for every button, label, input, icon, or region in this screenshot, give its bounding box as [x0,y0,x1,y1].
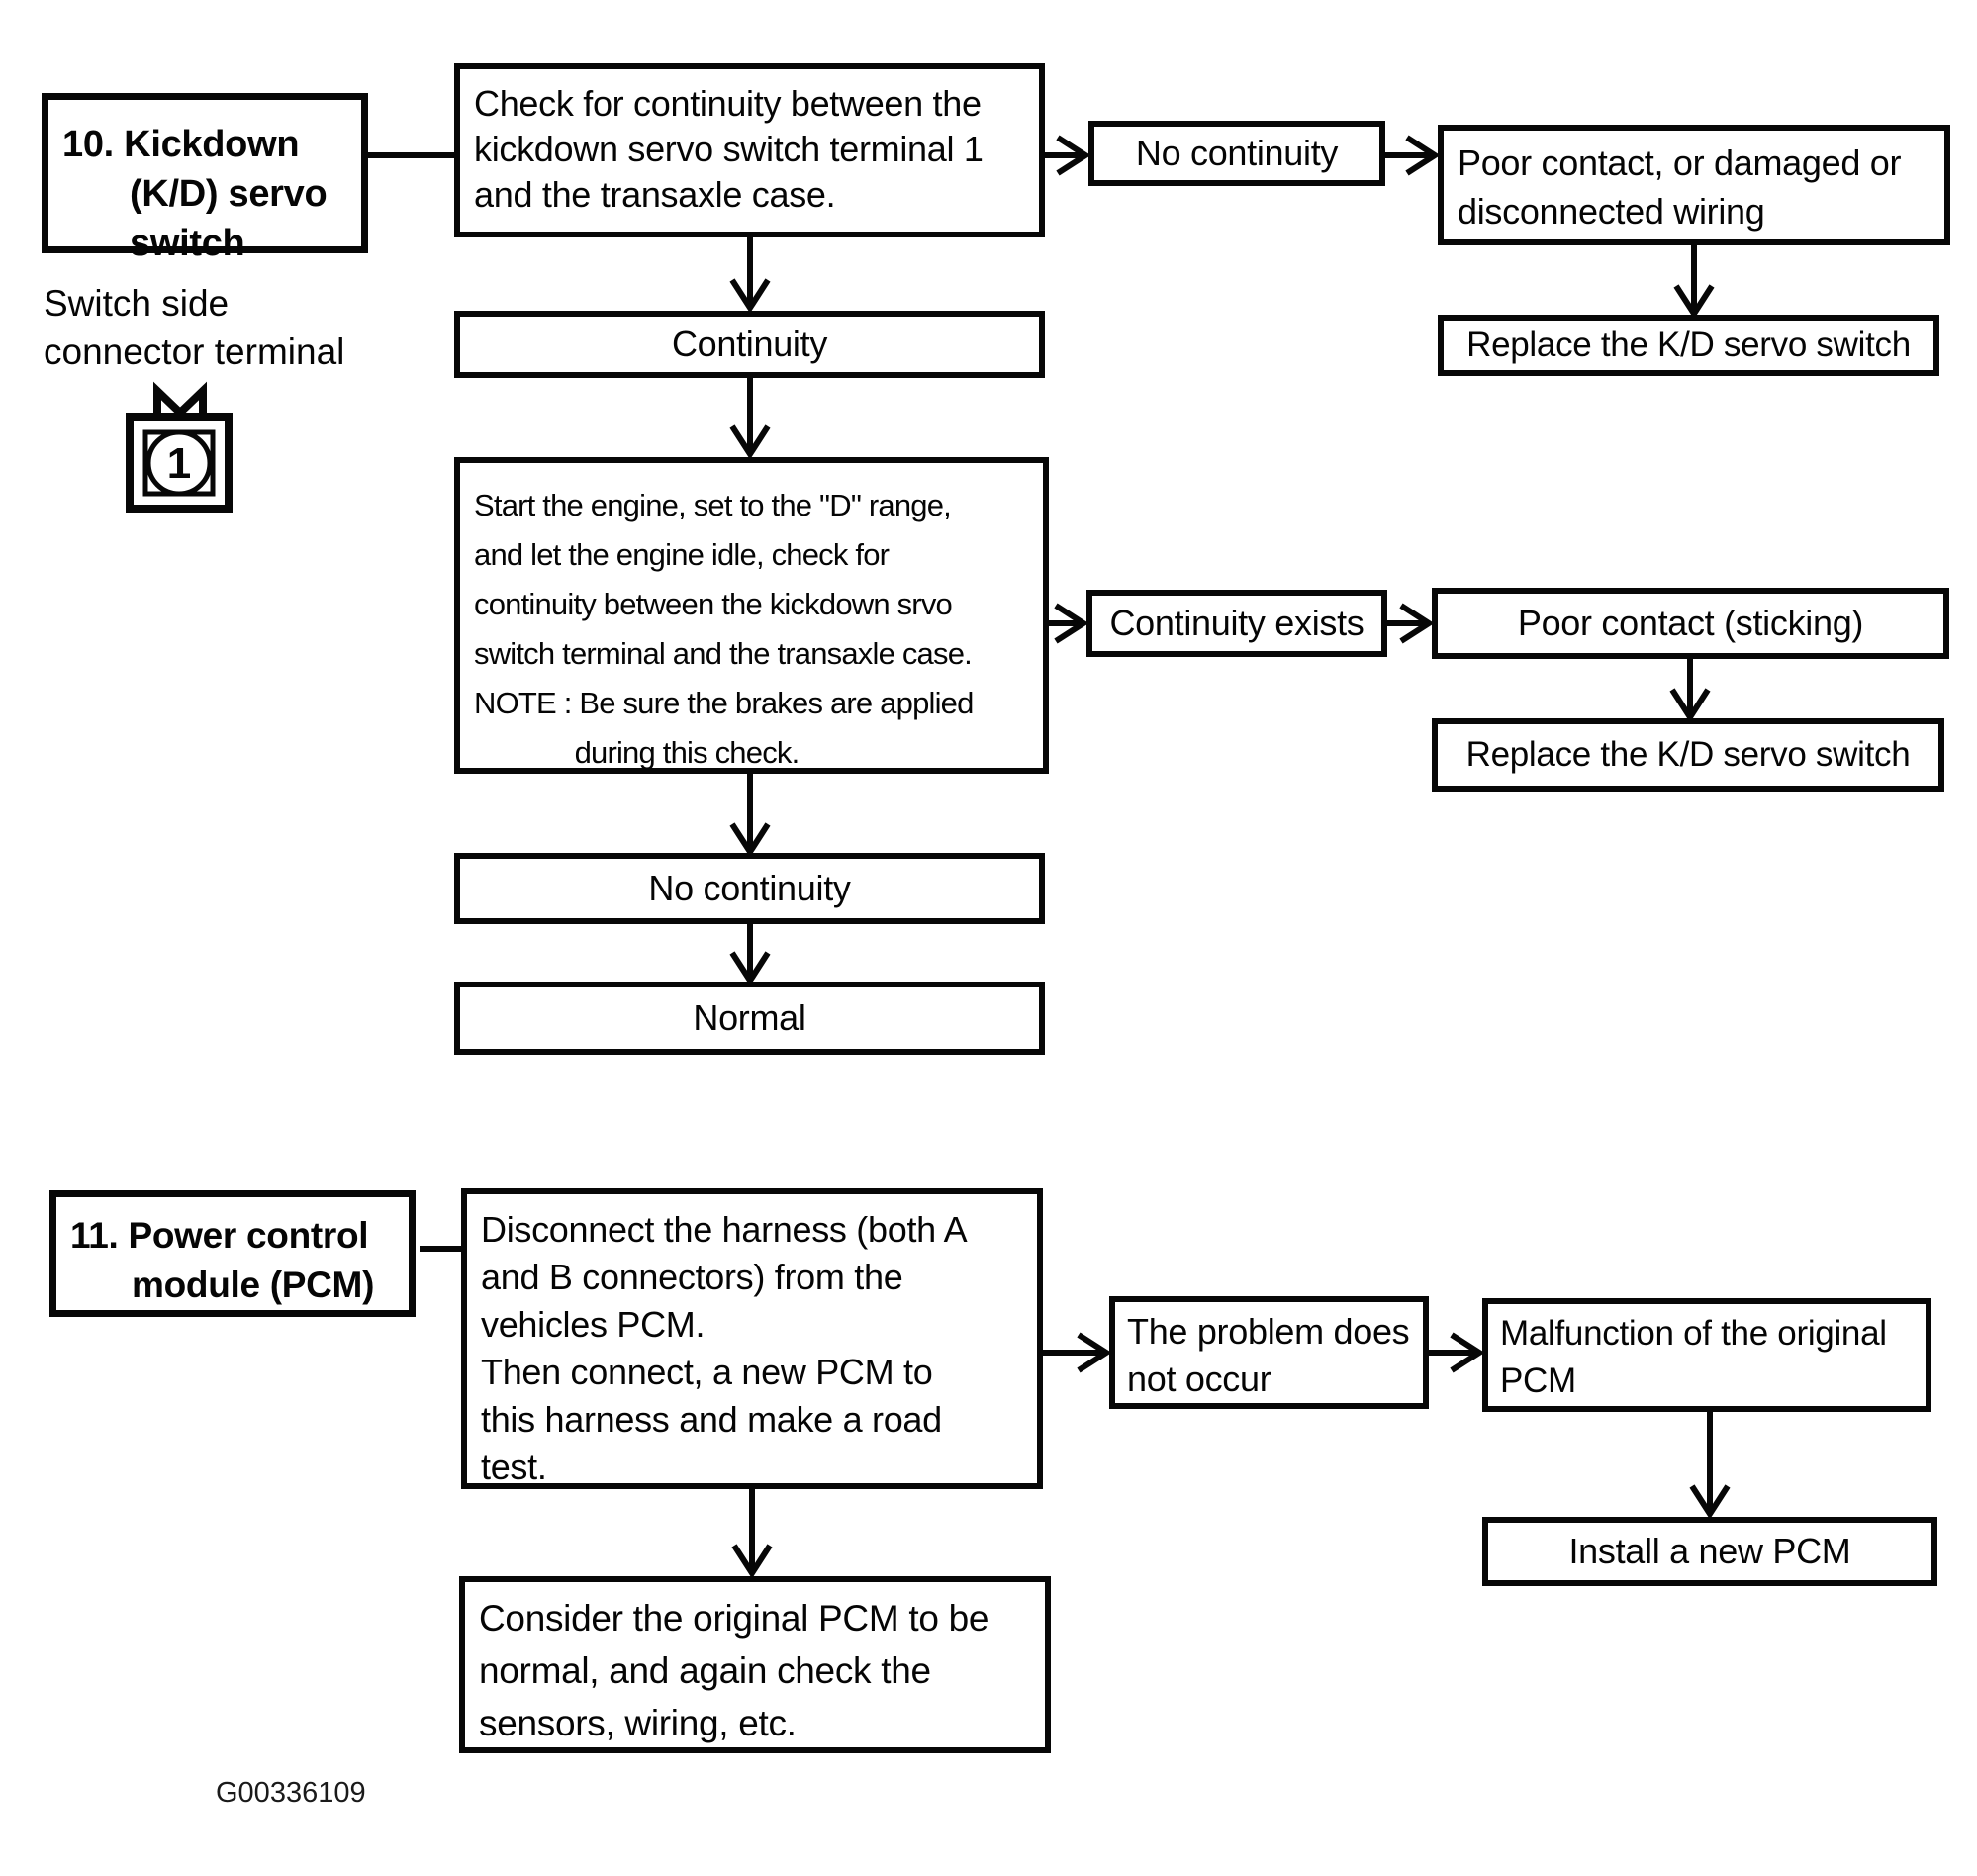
arrow-nocontinuity-to-poorwiring [1385,135,1441,176]
node-no-continuity-second: No continuity [454,853,1045,924]
node-step10-title: 10. Kickdown (K/D) servo switch [42,93,368,264]
arrow-malfunction-to-install [1689,1410,1731,1520]
node-no-continuity-first: No continuity [1088,121,1385,186]
node-consider-pcm-normal: Consider the original PCM to be normal, … [459,1576,1051,1753]
arrow-idlecheck-to-nocontinuity2 [729,772,771,858]
arrow-problem-to-malfunction [1429,1332,1485,1373]
node-malfunction-original-pcm: Malfunction of the original PCM [1482,1298,1931,1412]
node-poor-contact-wiring: Poor contact, or damaged or disconnected… [1438,125,1950,245]
node-step11-title: 11. Power control module (PCM) [49,1190,416,1317]
arrow-continuity-to-idlecheck [729,376,771,460]
node-replace-kd-switch-2: Replace the K/D servo switch [1432,718,1944,792]
arrow-nocontinuity2-to-normal [729,923,771,986]
node-problem-not-occur: The problem does not occur [1109,1296,1429,1409]
node-install-new-pcm: Install a new PCM [1482,1517,1937,1586]
node-pcm-road-test: Disconnect the harness (both A and B con… [461,1188,1043,1489]
terminal-circle [145,429,213,497]
node-continuity: Continuity [454,311,1045,378]
terminal-number: 1 [167,439,191,488]
arrow-poorwiring-to-replace1 [1673,245,1715,320]
node-idle-continuity-check: Start the engine, set to the "D" range, … [454,457,1049,774]
arrow-roadtest-to-consider [731,1487,773,1579]
node-poor-contact-sticking: Poor contact (sticking) [1432,588,1949,659]
node-check-continuity: Check for continuity between the kickdow… [454,63,1045,237]
arrow-roadtest-to-problem [1043,1332,1112,1373]
label-figure-code: G00336109 [216,1777,366,1809]
arrow-contexists-to-sticking [1387,603,1435,644]
arrow-idlecheck-to-contexists [1049,603,1089,644]
connector-terminal-icon: 1 [126,381,233,513]
connector-outer-frame [126,413,233,513]
node-normal: Normal [454,982,1045,1055]
arrow-check-to-nocontinuity [1045,135,1091,176]
arrow-sticking-to-replace2 [1669,657,1711,723]
label-switch-side-connector: Switch side connector terminal [44,283,345,372]
node-continuity-exists: Continuity exists [1086,590,1387,657]
arrow-check-to-continuity [729,235,771,314]
node-replace-kd-switch-1: Replace the K/D servo switch [1438,315,1939,376]
